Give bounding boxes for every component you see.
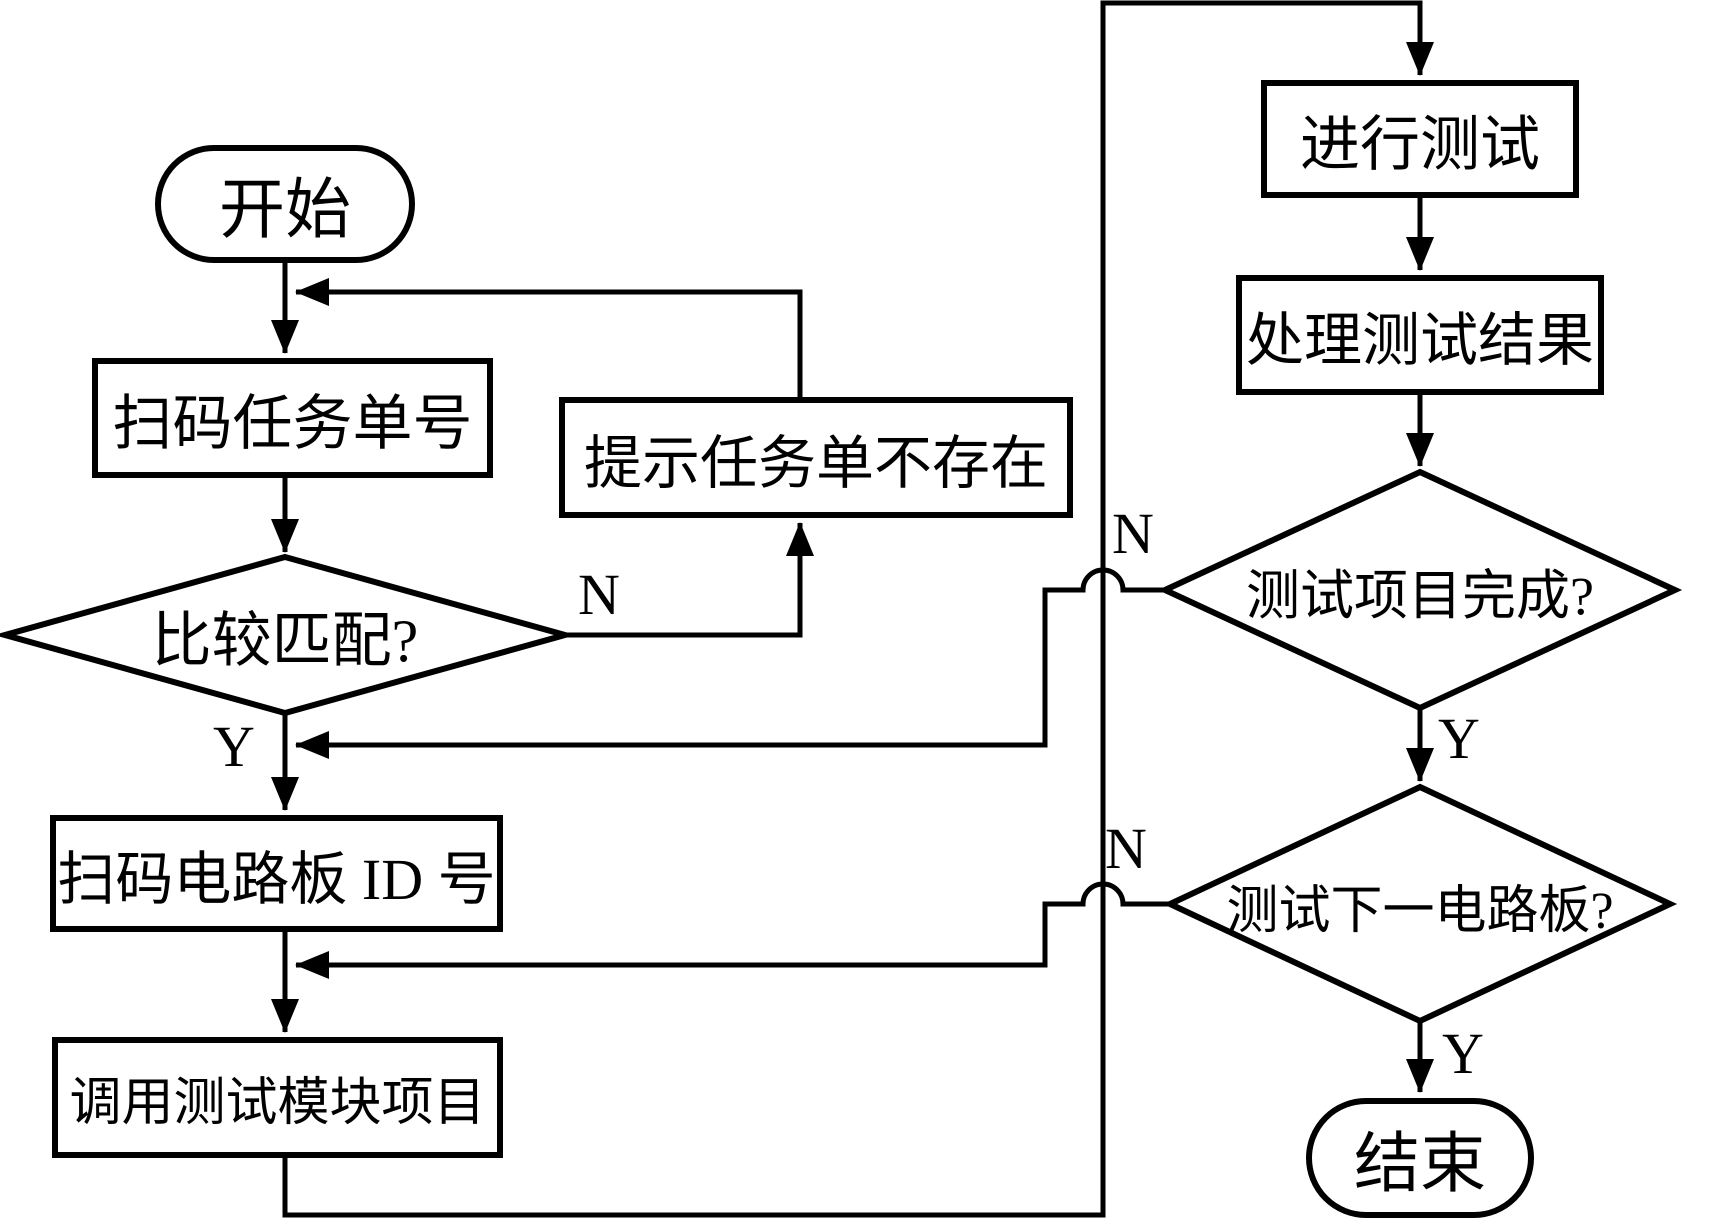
node-end-label: 结束 (1354, 1128, 1486, 1201)
node-start: 开始 (155, 145, 415, 263)
node-prompt-missing-label: 提示任务单不存在 (583, 430, 1048, 496)
node-process-results: 处理测试结果 (1236, 275, 1604, 395)
node-run-test-label: 进行测试 (1300, 111, 1540, 178)
node-scan-task: 扫码任务单号 (92, 358, 493, 478)
node-start-label: 开始 (219, 174, 351, 247)
node-scan-board: 扫码电路板 ID 号 (50, 815, 503, 932)
edge-items-done-no-feedback (295, 567, 1165, 759)
node-scan-board-label: 扫码电路板 ID 号 (57, 846, 496, 912)
node-run-test: 进行测试 (1261, 80, 1579, 198)
node-match-label-box: 比较匹配? (85, 595, 485, 675)
node-items-done-label-box: 测试项目完成? (1185, 550, 1655, 630)
edge-label-match-no: N (578, 562, 620, 627)
edge-label-match-yes: Y (213, 714, 255, 779)
edge-label-items-done-no: N (1112, 501, 1154, 566)
node-process-results-label: 处理测试结果 (1245, 308, 1594, 373)
edge-label-next-board-no: N (1105, 816, 1147, 881)
edge-call-modules-to-run-test-loop (282, 0, 1434, 1218)
node-items-done-label: 测试项目完成? (1246, 565, 1594, 626)
node-match-label: 比较匹配? (151, 607, 419, 674)
node-scan-task-label: 扫码任务单号 (112, 390, 473, 457)
edge-match-no-to-prompt-missing (565, 522, 814, 638)
node-next-board-label: 测试下一电路板? (1226, 882, 1614, 940)
edge-label-items-done-yes: Y (1438, 706, 1480, 771)
edge-prompt-missing-to-main-line (295, 278, 803, 397)
edge-next-board-no-feedback (295, 881, 1170, 979)
node-call-modules-label: 调用测试模块项目 (69, 1075, 486, 1132)
node-call-modules: 调用测试模块项目 (52, 1037, 503, 1158)
node-prompt-missing: 提示任务单不存在 (559, 397, 1073, 518)
node-end: 结束 (1306, 1098, 1534, 1218)
node-next-board-label-box: 测试下一电路板? (1185, 865, 1655, 945)
edge-label-next-board-yes: Y (1442, 1021, 1484, 1086)
